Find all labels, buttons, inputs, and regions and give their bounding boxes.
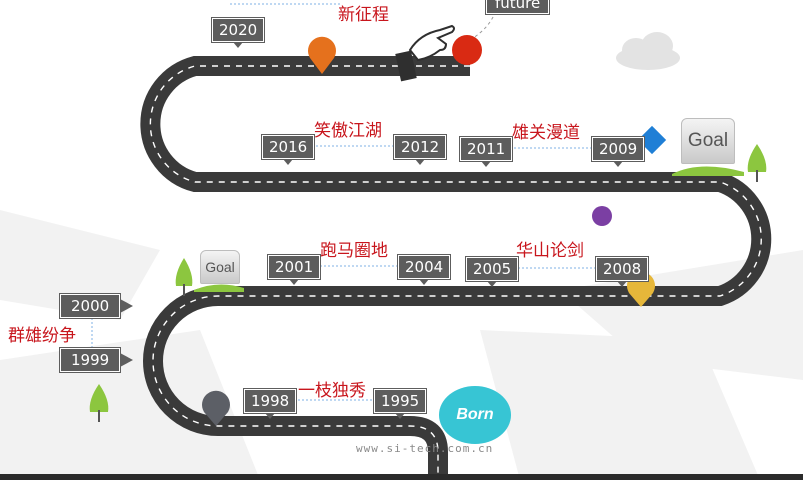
- future-label: future: [486, 0, 550, 14]
- year-2020: 2020: [212, 18, 265, 48]
- road: [140, 56, 772, 480]
- label-new-journey: 新征程: [338, 5, 389, 25]
- cloud-icon: [616, 32, 680, 70]
- year-2008: 2008: [596, 257, 649, 287]
- tree-icon: [175, 258, 193, 296]
- grass-icon: [194, 166, 744, 292]
- bottom-bar: [0, 474, 803, 480]
- goal-sign: Goal: [681, 118, 735, 164]
- future-connector: [469, 9, 497, 41]
- blue-diamond-icon: [637, 125, 667, 155]
- tree-icon: [747, 144, 767, 182]
- gray-pin-icon: [202, 390, 231, 426]
- pointing-hand-icon: [395, 24, 455, 82]
- label-2011: 雄关漫道: [512, 123, 580, 143]
- purple-dot-icon: [592, 206, 612, 226]
- label-2005: 华山论剑: [516, 241, 584, 261]
- goal-sign-small: Goal: [200, 250, 240, 284]
- year-2012: 2012: [394, 135, 447, 165]
- year-2005: 2005: [466, 257, 519, 287]
- orange-pin-icon: [308, 36, 336, 74]
- background-shapes: [0, 210, 803, 480]
- label-1995: 一枝独秀: [298, 381, 366, 401]
- year-2004: 2004: [398, 255, 451, 285]
- label-1999: 群雄纷争: [8, 326, 76, 346]
- year-1995: 1995: [374, 389, 427, 419]
- year-1998: 1998: [244, 389, 297, 419]
- year-2001: 2001: [268, 255, 321, 285]
- tree-icon: [89, 384, 109, 422]
- red-dot-icon: [452, 35, 482, 65]
- year-2009: 2009: [592, 137, 645, 167]
- label-2016: 笑傲江湖: [314, 121, 382, 141]
- year-2000: 2000: [60, 294, 134, 318]
- born-bubble: Born: [439, 386, 511, 444]
- year-2016: 2016: [262, 135, 315, 165]
- year-2011: 2011: [460, 137, 513, 167]
- footer-url[interactable]: www.si-tech.com.cn: [356, 442, 494, 455]
- connector-lines: [91, 3, 598, 401]
- label-2001: 跑马圈地: [320, 241, 388, 261]
- year-1999: 1999: [60, 348, 134, 372]
